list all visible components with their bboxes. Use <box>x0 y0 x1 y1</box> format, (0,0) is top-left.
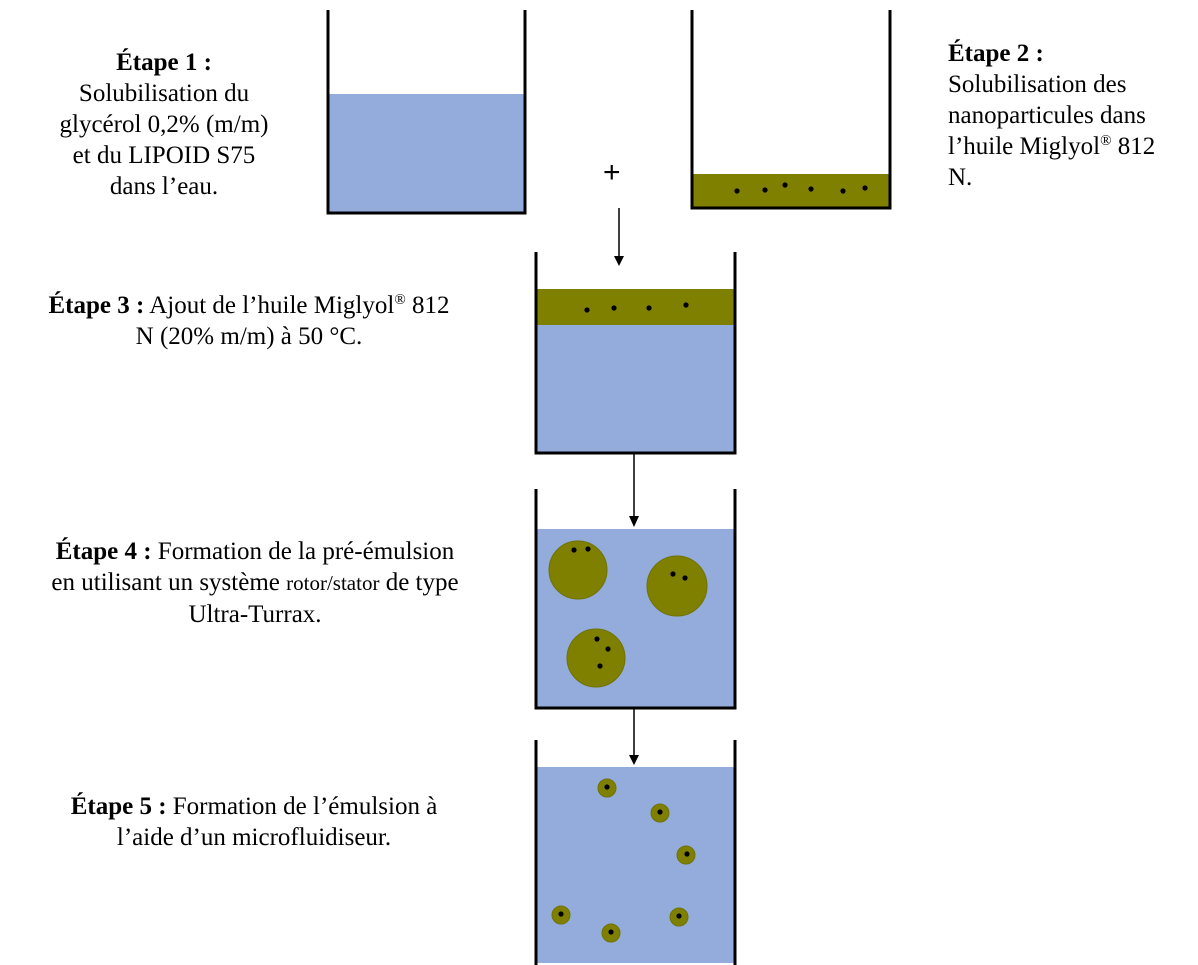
step2-line: N. <box>948 164 973 191</box>
large-droplet <box>566 628 626 688</box>
large-droplet <box>548 540 608 600</box>
arrow-to-step3 <box>614 208 624 266</box>
step4-title: Étape 4 : <box>55 538 152 565</box>
plus-sign: + <box>603 156 621 189</box>
step3-line: 812 <box>405 292 450 319</box>
step1-title: Étape 1 : <box>116 49 212 76</box>
step5-line: l’aide d’un microfluidiseur. <box>116 824 392 851</box>
arrow-to-step5 <box>629 708 639 765</box>
nanoparticles <box>584 302 689 313</box>
nanoparticle <box>584 307 590 313</box>
step1-line: Solubilisation du <box>78 80 250 107</box>
step3-title: Étape 3 : <box>48 292 145 319</box>
nanoparticle <box>646 305 652 311</box>
nanoparticle <box>597 663 603 669</box>
step4-line: Formation de la pré-émulsion <box>151 538 455 565</box>
step5-line: Formation de l’émulsion à <box>166 793 438 820</box>
step4-line: rotor/stator <box>286 571 380 595</box>
nanoparticles <box>734 182 868 194</box>
water-fill <box>536 325 735 453</box>
step2-line: Solubilisation des <box>948 71 1127 98</box>
nanoparticle <box>571 547 577 553</box>
registered-mark: ® <box>1100 133 1112 149</box>
nanoparticle <box>840 188 846 194</box>
step4-line: en utilisant un système <box>51 569 287 596</box>
beaker-step5 <box>534 740 737 965</box>
step2-title: Étape 2 : <box>948 40 1044 67</box>
step4-line: Ultra-Turrax. <box>188 601 322 628</box>
step2-line: l’huile Miglyol <box>948 133 1101 160</box>
step2-line: 812 <box>1111 133 1156 160</box>
oil-layer <box>536 289 735 325</box>
step5-label: Étape 5 : Formation de l’émulsion à l’ai… <box>44 791 464 853</box>
beaker-step2 <box>690 10 892 210</box>
step3-line: N (20% m/m) à 50 °C. <box>135 323 363 350</box>
step2-line: nanoparticules dans <box>948 102 1146 129</box>
nanoparticle <box>670 571 676 577</box>
water-fill <box>328 94 525 213</box>
nanoparticle <box>605 646 611 652</box>
step2-label: Étape 2 : Solubilisation des nanoparticu… <box>948 38 1198 193</box>
registered-mark: ® <box>394 292 406 308</box>
beaker-step3 <box>534 252 737 455</box>
nanoparticle <box>594 636 600 642</box>
step1-line: glycérol 0,2% (m/m) <box>59 111 269 138</box>
beaker-step4 <box>534 489 737 710</box>
step1-line: dans l’eau. <box>109 173 219 200</box>
nanoparticle <box>808 186 814 192</box>
large-droplet <box>646 555 708 617</box>
nanoparticle <box>734 188 740 194</box>
beaker-step1 <box>326 10 527 215</box>
water-fill <box>536 767 735 963</box>
step3-line: Ajout de l’huile Miglyol <box>144 292 395 319</box>
nanoparticle <box>862 185 868 191</box>
step3-label: Étape 3 : Ajout de l’huile Miglyol® 812 … <box>4 290 494 352</box>
step1-line: et du LIPOID S75 <box>72 142 256 169</box>
nanoparticle <box>585 546 591 552</box>
small-droplets <box>551 778 696 943</box>
arrow-to-step4 <box>629 453 639 527</box>
step5-title: Étape 5 : <box>70 793 167 820</box>
step1-label: Étape 1 : Solubilisation du glycérol 0,2… <box>18 47 310 202</box>
nanoparticle <box>682 575 688 581</box>
nanoparticle <box>782 182 788 188</box>
nanoparticle <box>762 187 768 193</box>
step4-label: Étape 4 : Formation de la pré-émulsion e… <box>0 536 510 630</box>
step4-line: de type <box>379 569 459 596</box>
nanoparticle <box>683 302 689 308</box>
nanoparticle <box>611 305 617 311</box>
oil-layer <box>692 174 890 208</box>
